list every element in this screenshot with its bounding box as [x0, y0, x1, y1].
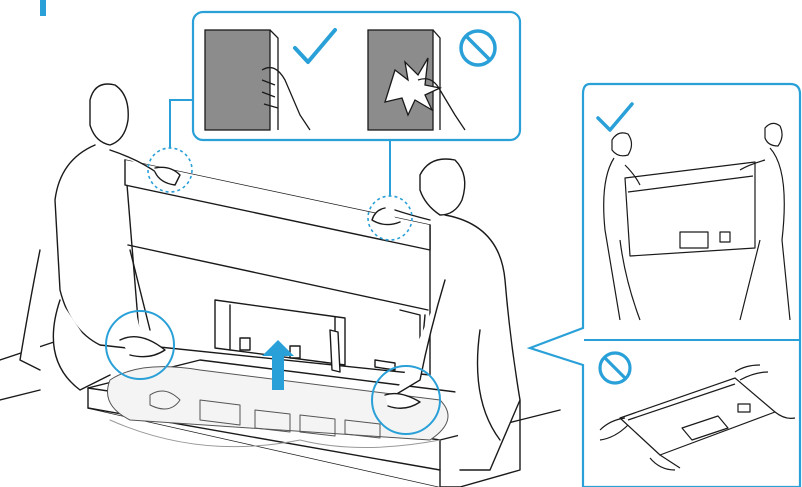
main-scene [0, 84, 560, 487]
section-marker [40, 0, 46, 16]
callout-carry-method [530, 84, 800, 487]
callout-hold-edges [193, 12, 520, 140]
